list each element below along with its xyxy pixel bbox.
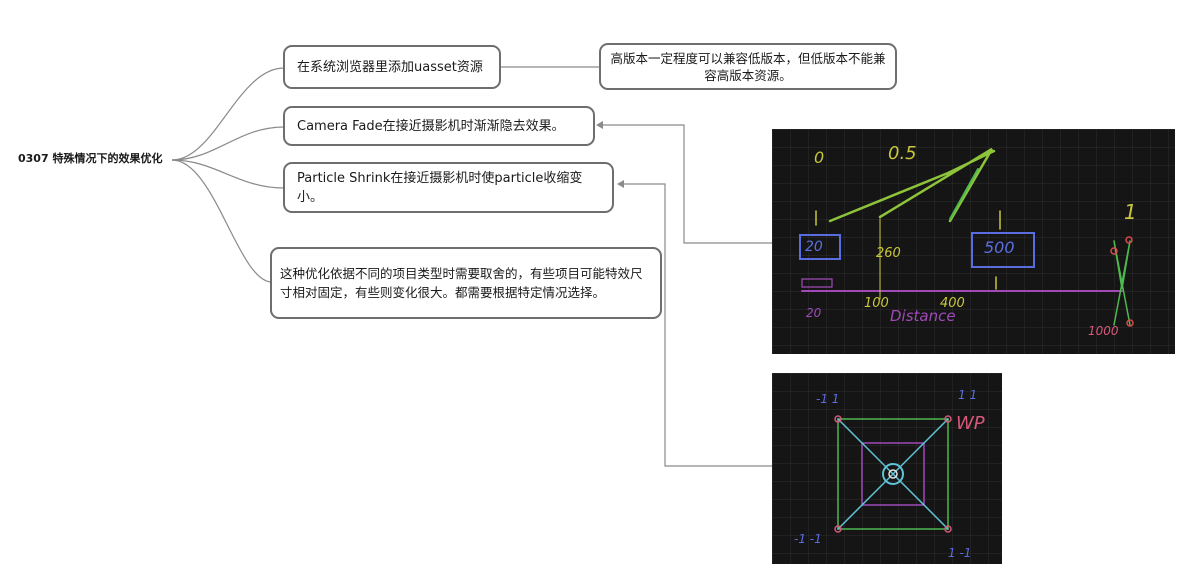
- sketch2-inner-square: [861, 442, 925, 506]
- sketch-label-1000: 1000: [1088, 324, 1119, 338]
- sketch2-label-bottom-left: -1 -1: [794, 532, 822, 546]
- sketch-camera-point-2: [1110, 247, 1118, 255]
- sketch2-label-wp: WP: [956, 413, 985, 434]
- sketch2-diagonal-2: [837, 418, 949, 530]
- topic-node-particle-shrink[interactable]: Particle Shrink在接近摄影机时使particle收缩变小。: [283, 162, 614, 213]
- sketch2-center-inner: [888, 469, 898, 479]
- topic-node-label: Particle Shrink在接近摄影机时使particle收缩变小。: [297, 170, 583, 205]
- sketch2-corner-tr: [944, 415, 952, 423]
- topic-node-label: 这种优化依据不同的项目类型时需要取舍的，有些项目可能特效尺寸相对固定，有些则变化…: [280, 266, 643, 300]
- sketch-label-distance: Distance: [890, 307, 956, 325]
- topic-node-tradeoff[interactable]: 这种优化依据不同的项目类型时需要取舍的，有些项目可能特效尺寸相对固定，有些则变化…: [270, 247, 662, 319]
- sketch2-center-outer: [882, 463, 904, 485]
- sketch-label-500: 500: [984, 238, 1015, 257]
- sketch-label-1: 1: [1124, 200, 1137, 224]
- root-topic[interactable]: 0307 特殊情况下的效果优化: [18, 152, 163, 165]
- branch-line-2: [171, 126, 285, 161]
- sketch-label-0.5: 0.5: [888, 143, 917, 164]
- branch-line-3: [171, 159, 285, 189]
- topic-node-add-uasset[interactable]: 在系统浏览器里添加uasset资源: [283, 45, 501, 89]
- sketch-label-260: 260: [876, 246, 901, 261]
- sketch2-label-top-right: 1 1: [958, 388, 977, 402]
- arrow-head-1: [596, 121, 603, 129]
- sketch-camera-point-3: [1126, 319, 1134, 327]
- sketch-particle-shrink-drawing: -1 1 1 1 WP -1 -1 1 -1: [794, 388, 985, 560]
- topic-node-label: 在系统浏览器里添加uasset资源: [297, 59, 483, 75]
- sketch-box-20: [799, 234, 841, 260]
- topic-node-camera-fade[interactable]: Camera Fade在接近摄影机时渐渐隐去效果。: [283, 106, 595, 146]
- sketch-label-0: 0: [814, 148, 824, 167]
- sketch2-label-top-left: -1 1: [816, 392, 839, 406]
- sketch-label-100: 100: [864, 296, 889, 311]
- sketch-particle-shrink-image: -1 1 1 1 WP -1 -1 1 -1: [772, 373, 1002, 564]
- sketch2-label-bottom-right: 1 -1: [948, 546, 971, 560]
- note-node-compatibility[interactable]: 高版本一定程度可以兼容低版本，但低版本不能兼容高版本资源。: [599, 43, 897, 90]
- sketch-distance-fade-drawing: 0 0.5 1 20 260 500 100 400 20 Distance 1…: [799, 143, 1137, 338]
- sketch1-link-line: [598, 124, 772, 244]
- sketch-distance-fade-image: 0 0.5 1 20 260 500 100 400 20 Distance 1…: [772, 129, 1175, 354]
- sketch-camera-point-1: [1125, 236, 1133, 244]
- branch-line-4: [171, 159, 273, 283]
- sketch2-link-line: [620, 183, 772, 467]
- sketch-label-20: 20: [805, 239, 823, 255]
- sketch2-outer-square: [837, 418, 949, 530]
- sketch-box-500: [971, 232, 1035, 268]
- arrow-head-2: [617, 180, 624, 188]
- sketch2-corner-bl: [834, 525, 842, 533]
- branch-line-1: [171, 67, 285, 161]
- sketch-green-stroke: [949, 168, 979, 220]
- sketch2-corner-br: [944, 525, 952, 533]
- sketch-label-400: 400: [940, 296, 965, 311]
- note-label: 高版本一定程度可以兼容低版本，但低版本不能兼容高版本资源。: [610, 50, 886, 83]
- sketch-start-marker: [801, 278, 833, 288]
- sketch2-corner-tl: [834, 415, 842, 423]
- sketch-fade-curve: [828, 147, 996, 223]
- topic-node-label: Camera Fade在接近摄影机时渐渐隐去效果。: [297, 118, 565, 134]
- sketch-label-20-axis: 20: [806, 306, 822, 320]
- sketch-camera-cone: [1113, 240, 1131, 326]
